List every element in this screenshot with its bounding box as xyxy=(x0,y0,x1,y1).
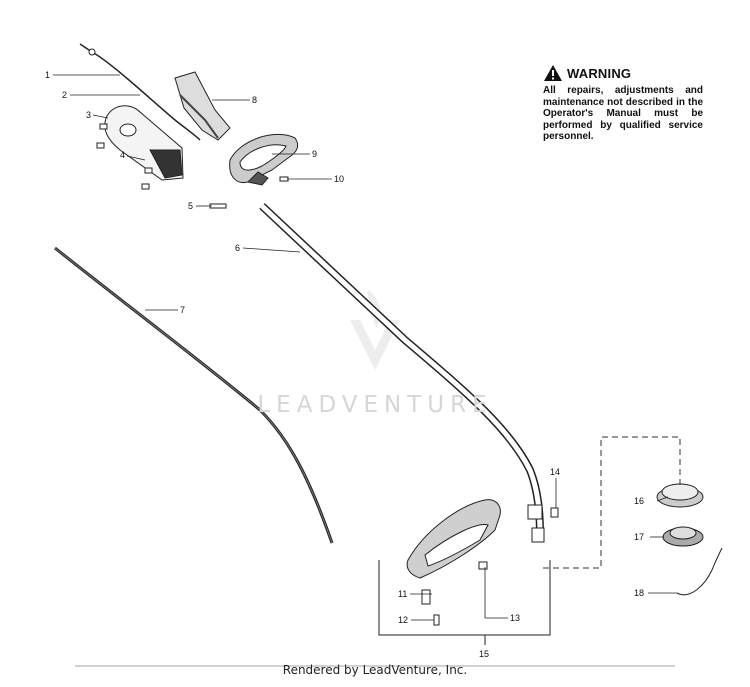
part-trimmer-line xyxy=(676,547,723,596)
warning-box: WARNING All repairs, adjustments and mai… xyxy=(543,64,703,143)
footer-text: Rendered by LeadVenture, Inc. xyxy=(282,663,468,677)
callout-11: 11 xyxy=(398,589,407,599)
assembly-link-dashed xyxy=(543,436,681,569)
callout-7: 7 xyxy=(180,305,185,315)
part-drive-shaft xyxy=(54,246,334,544)
callout-16: 16 xyxy=(634,496,644,506)
part-screws xyxy=(96,123,559,626)
part-d-handle xyxy=(229,134,299,186)
callout-labels: 1 2 3 4 5 6 7 8 9 10 11 12 13 14 15 16 1… xyxy=(45,70,644,659)
callout-3: 3 xyxy=(86,110,91,120)
callout-5: 5 xyxy=(188,201,193,211)
callout-1: 1 xyxy=(45,70,50,80)
part-tube xyxy=(259,203,545,543)
callout-9: 9 xyxy=(312,149,317,159)
part-grass-guard xyxy=(406,499,501,579)
callout-8: 8 xyxy=(252,95,257,105)
callout-12: 12 xyxy=(398,615,408,625)
group-bracket-15 xyxy=(378,560,551,645)
warning-title: WARNING xyxy=(567,65,632,81)
callout-6: 6 xyxy=(235,243,240,253)
callout-15: 15 xyxy=(479,649,489,659)
part-handle-housing xyxy=(104,105,184,181)
callout-14: 14 xyxy=(550,467,560,477)
leader-lines xyxy=(53,74,677,621)
part-handle-top xyxy=(174,71,231,141)
callout-10: 10 xyxy=(334,174,344,184)
part-spool xyxy=(662,526,704,547)
watermark-text: LEADVENTURE xyxy=(257,392,493,418)
part-throttle-cable xyxy=(79,43,201,141)
callout-18: 18 xyxy=(634,588,644,598)
callout-2: 2 xyxy=(62,90,67,100)
warning-triangle-icon xyxy=(544,65,562,81)
callout-4: 4 xyxy=(120,150,125,160)
warning-text: All repairs, adjustments and maintenance… xyxy=(543,85,703,143)
callout-13: 13 xyxy=(510,613,520,623)
part-trimmer-head xyxy=(656,483,704,508)
callout-17: 17 xyxy=(634,532,644,542)
